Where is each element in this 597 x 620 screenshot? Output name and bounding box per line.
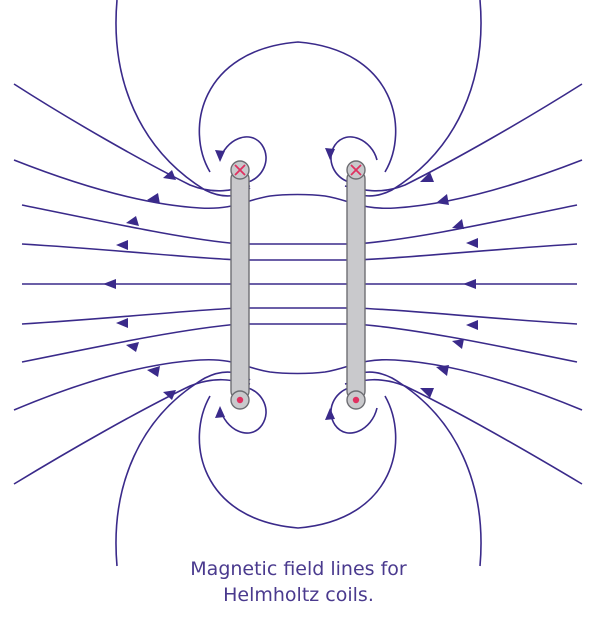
arrow-upper-3-left — [147, 193, 160, 204]
field-line-lower-1 — [21, 323, 578, 363]
arrow-lower-2-right — [466, 320, 478, 330]
arrow-lower-2-left — [116, 318, 128, 328]
arrow-loop-top-left — [215, 150, 225, 162]
arrow-lower-5-right — [420, 388, 434, 398]
field-line-loop-top-left — [219, 136, 267, 183]
arrow-loop-bottom-left — [215, 406, 225, 418]
coil-left-body — [230, 169, 250, 401]
arrow-upper-4-left — [163, 170, 176, 180]
arrow-lower-1-right — [452, 339, 464, 349]
field-line-upper-1 — [21, 204, 578, 245]
field-line-lower-2 — [21, 307, 578, 325]
field-line-lower-5 — [344, 378, 583, 485]
field-line-upper-5 — [344, 83, 583, 192]
arrow-loop-bottom-right — [325, 408, 335, 420]
field-arrows — [103, 148, 478, 420]
field-line-lower-4 — [13, 378, 251, 485]
coil-right — [346, 160, 366, 410]
field-line-top-dome — [198, 41, 397, 173]
arrow-lower-1-left — [126, 342, 139, 352]
field-line-upper-2 — [21, 243, 578, 261]
arrow-upper-2-right — [466, 238, 478, 248]
field-line-loop-bottom-left — [219, 387, 267, 434]
field-line-lower-3 — [13, 358, 583, 411]
coil-right-body — [346, 169, 366, 401]
field-lines — [13, 0, 583, 567]
arrow-upper-1-right — [452, 219, 464, 229]
field-line-outer-top-right — [346, 0, 482, 197]
arrow-lower-3-left — [147, 366, 160, 377]
field-line-bottom-dome — [198, 395, 397, 529]
field-line-outer-bottom-right — [346, 371, 482, 567]
caption-line-2: Helmholtz coils. — [223, 584, 374, 606]
arrow-lower-4-left — [163, 390, 176, 400]
current-into-page-icon — [350, 164, 362, 176]
arrow-loop-top-right — [325, 148, 335, 160]
arrow-upper-3-right — [436, 194, 449, 205]
arrow-upper-2-left — [116, 240, 128, 250]
current-out-of-page-icon — [236, 396, 244, 404]
coil-left — [230, 160, 250, 410]
current-into-page-icon — [234, 164, 246, 176]
arrow-upper-5-right — [420, 172, 434, 182]
current-out-of-page-icon — [352, 396, 360, 404]
field-line-upper-4 — [13, 83, 251, 192]
arrow-upper-1-left — [126, 216, 139, 226]
field-line-upper-3 — [13, 159, 583, 210]
field-line-outer-top-left — [115, 0, 251, 197]
arrow-axis-left — [103, 279, 116, 289]
field-line-loop-top-right — [330, 136, 378, 183]
caption-line-1: Magnetic field lines for — [190, 558, 407, 580]
field-line-outer-bottom-left — [115, 371, 251, 567]
arrow-axis-right — [463, 279, 476, 289]
arrow-lower-3-right — [436, 365, 449, 376]
field-line-loop-bottom-right — [330, 387, 378, 434]
